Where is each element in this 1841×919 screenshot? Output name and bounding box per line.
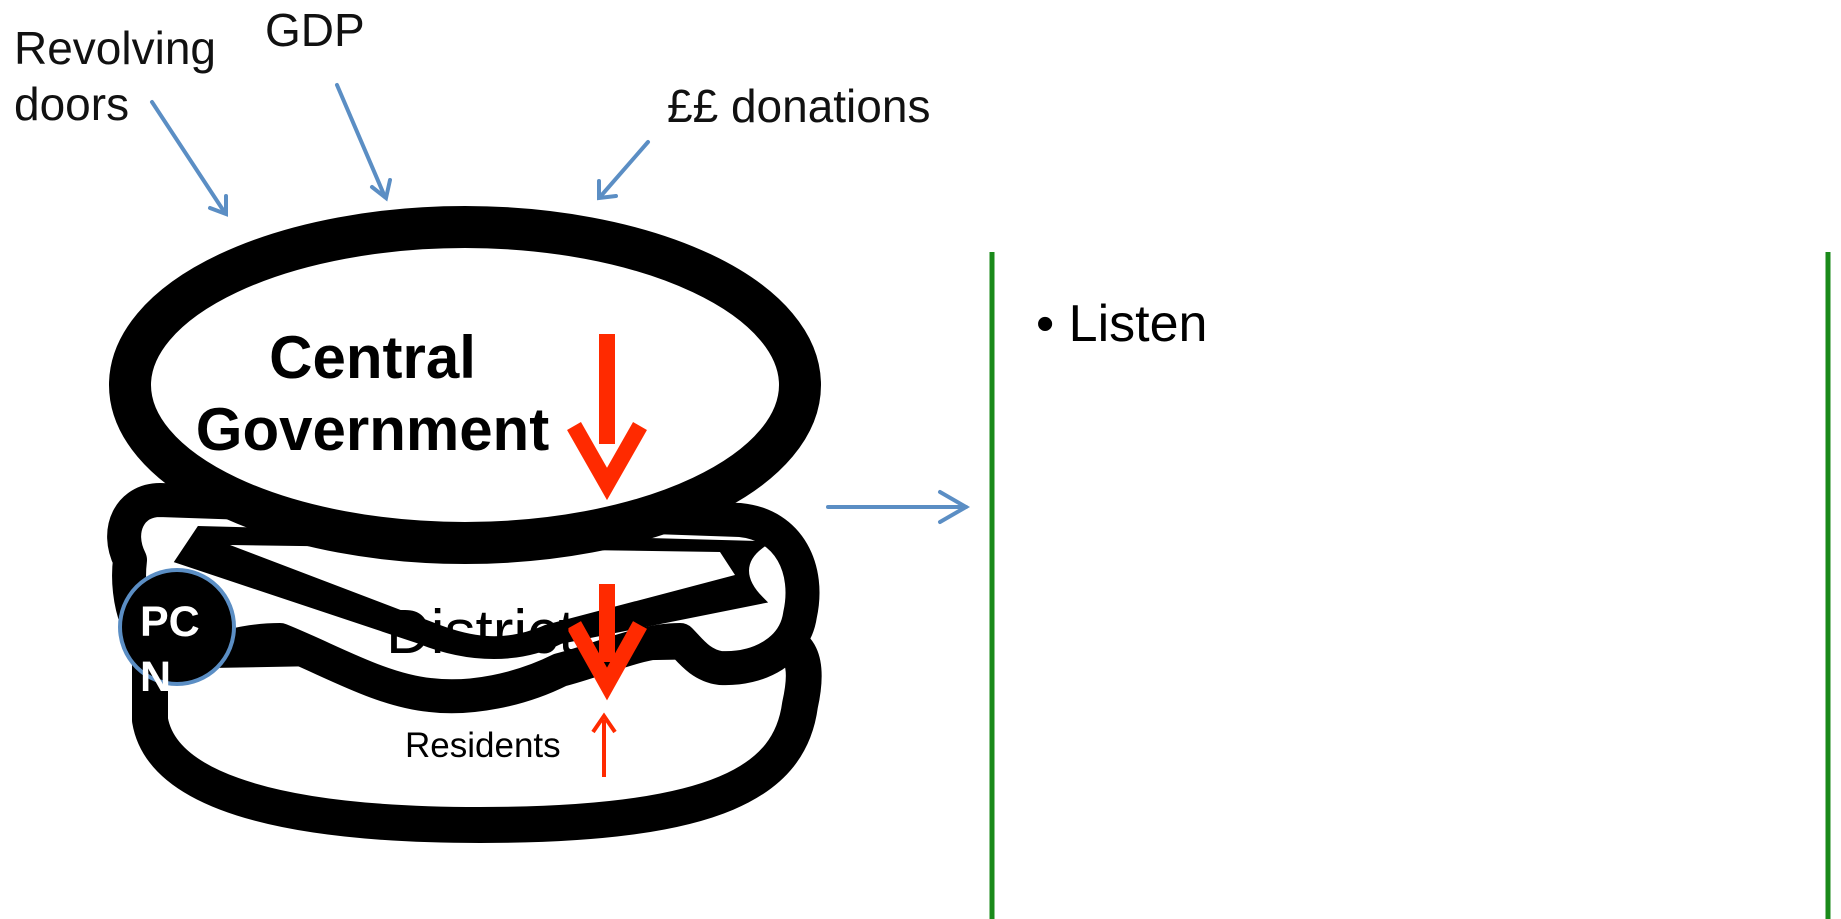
gdp-label: GDP (265, 4, 365, 56)
residents-label: Residents (405, 726, 561, 765)
top-bun (109, 206, 821, 564)
donations-arrow (598, 140, 650, 199)
pcn-badge-label: PC N (140, 598, 200, 701)
government-down-arrow-head (567, 422, 647, 501)
government-down-arrow-shaft (599, 334, 615, 444)
donations-arrowhead (597, 179, 618, 201)
gdp-arrowhead (370, 178, 392, 202)
central-government-label: Central Government (195, 324, 550, 463)
revolving-doors-label: Revolving doors (14, 22, 216, 130)
bullet-item-listen: Listen (1068, 295, 1208, 353)
cheese-inner (230, 545, 735, 637)
residents-up-arrow-head (591, 712, 617, 734)
panel-bullet-list: • Listen (1036, 294, 1207, 354)
district-down-arrow-head (567, 621, 647, 701)
district-down-arrow-shaft (599, 584, 615, 662)
revolving-doors-arrowhead (208, 194, 228, 217)
pointer-arrows (150, 83, 971, 524)
donations-label: ££ donations (667, 80, 931, 132)
bullet-icon: • (1036, 295, 1069, 353)
flow-arrows (567, 334, 647, 777)
revolving-doors-arrow (150, 100, 227, 215)
district-label: District (386, 598, 576, 667)
gdp-arrow (335, 83, 387, 199)
panel-dividers (989, 252, 1831, 919)
pcn-badge-ring (118, 568, 236, 686)
flow-to-panel-arrowhead (938, 490, 971, 524)
